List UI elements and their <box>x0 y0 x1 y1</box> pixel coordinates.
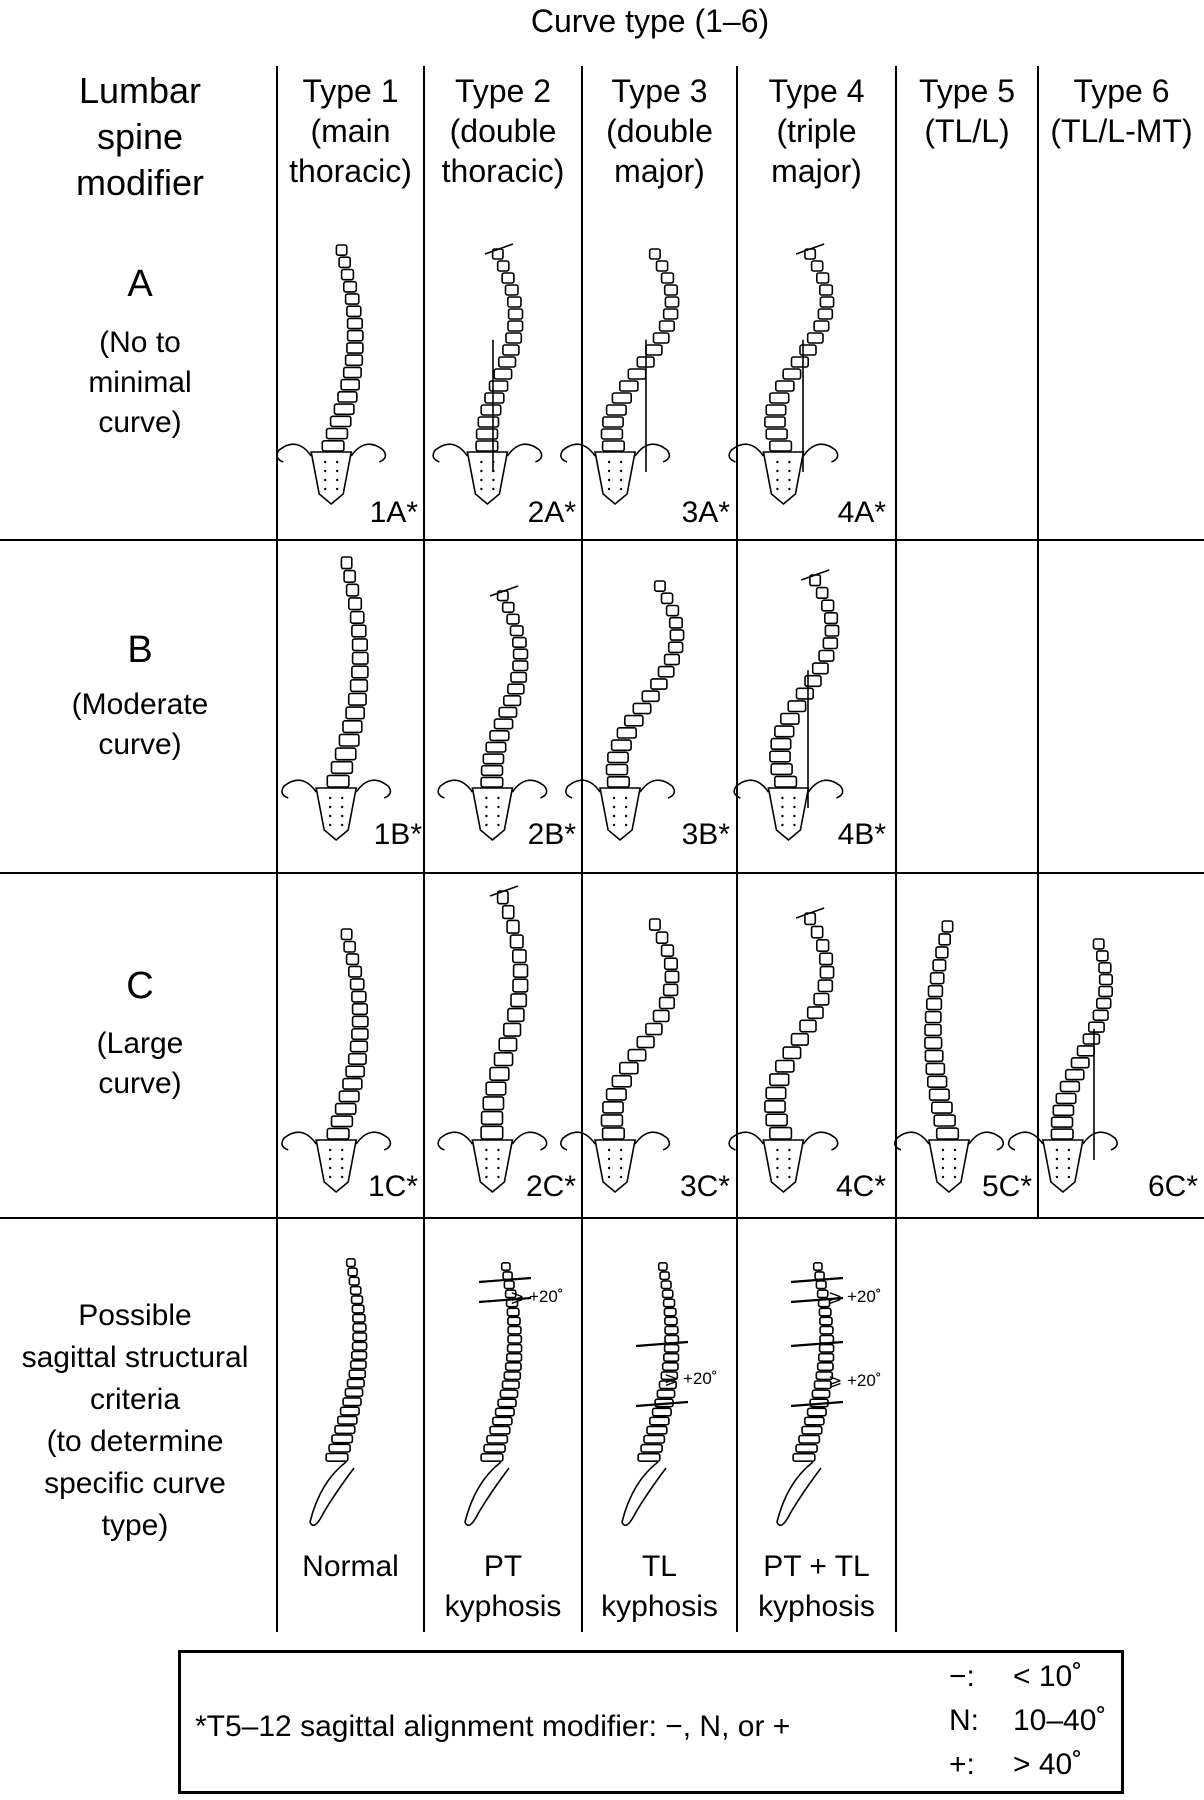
sagittal-label-pt: kyphosis <box>444 1590 562 1623</box>
row-header-line: spine <box>96 116 184 157</box>
row-letter-b: B <box>127 629 153 671</box>
cell-label: 4A* <box>837 496 886 529</box>
cell-label: 1B* <box>373 818 422 851</box>
spine-drawing <box>1007 938 1118 1194</box>
sagittal-spine-drawing <box>309 1258 368 1527</box>
row-header-line: Lumbar <box>78 70 202 111</box>
cell-label: 3C* <box>679 1170 730 1203</box>
col-header-type5: (TL/L) <box>924 113 1010 149</box>
legend-key-value: 10–40˚ <box>1013 1704 1107 1737</box>
spine-drawing <box>728 907 839 1194</box>
col-header-type2: (double <box>449 113 557 149</box>
sagittal-label-tl: TL <box>641 1550 677 1583</box>
sagittal-desc: Possible <box>78 1299 192 1332</box>
cell-label: 1C* <box>367 1170 418 1203</box>
legend-key: N: <box>949 1704 979 1737</box>
row-header-line: modifier <box>75 162 205 203</box>
spine-drawing <box>565 580 685 842</box>
col-header-type4: (triple <box>776 113 857 149</box>
angle-annotation: ⩾ +20˚ <box>510 1287 564 1306</box>
legend-main-text: *T5–12 sagittal alignment modifier: −, N… <box>195 1710 791 1743</box>
row-desc-b: (Moderate <box>71 688 209 721</box>
col-header-type6: (TL/L-MT) <box>1050 113 1193 149</box>
col-header-type6: Type 6 <box>1073 73 1170 109</box>
spine-drawing <box>437 885 548 1194</box>
diagram-title: Curve type (1–6) <box>530 3 770 39</box>
spine-drawing <box>560 248 680 506</box>
sagittal-label-normal: Normal <box>302 1550 399 1583</box>
grid-line <box>0 1217 1204 1219</box>
col-header-type5: Type 5 <box>918 73 1016 109</box>
grid-line <box>895 66 897 1632</box>
grid-line <box>0 872 1204 874</box>
sagittal-label-tl: kyphosis <box>601 1590 718 1623</box>
grid-line <box>581 66 583 1632</box>
grid-line <box>1037 66 1039 1218</box>
spine-drawing <box>281 556 392 842</box>
sagittal-spine-drawing <box>776 1262 844 1527</box>
col-header-type1: Type 1 <box>302 73 399 109</box>
sagittal-spine-drawing <box>464 1262 532 1527</box>
grid-line <box>423 66 425 1632</box>
cell-label: 2C* <box>525 1170 576 1203</box>
col-header-type3: major) <box>614 153 705 189</box>
grid-line <box>736 66 738 1632</box>
row-letter-a: A <box>127 263 153 305</box>
spine-drawing <box>281 928 392 1194</box>
legend-key: −: <box>949 1660 975 1693</box>
legend-key-value: < 10˚ <box>1013 1660 1083 1693</box>
col-header-type1: (main <box>310 113 391 149</box>
cell-label: 3A* <box>681 496 730 529</box>
col-header-type2: thoracic) <box>441 153 565 189</box>
row-letter-c: C <box>126 965 154 1007</box>
spine-drawing <box>893 920 1005 1194</box>
grid-line <box>0 539 1204 541</box>
sagittal-desc: type) <box>101 1509 169 1542</box>
legend-key: +: <box>949 1748 975 1781</box>
angle-annotation: ⩾ +20˚ <box>828 1287 882 1306</box>
legend-key-value: > 40˚ <box>1013 1748 1083 1781</box>
cell-label: 4B* <box>837 818 886 851</box>
sagittal-desc: (to determine <box>46 1425 224 1458</box>
cell-label: 4C* <box>835 1170 886 1203</box>
col-header-type1: thoracic) <box>289 153 412 189</box>
col-header-type4: major) <box>771 153 862 189</box>
row-desc-c: (Large <box>96 1027 184 1060</box>
row-desc-c: curve) <box>98 1067 182 1100</box>
spine-drawing <box>437 585 548 842</box>
legend-box: *T5–12 sagittal alignment modifier: −, N… <box>178 1650 1124 1794</box>
row-desc-b: curve) <box>98 728 182 761</box>
spine-drawing <box>276 244 387 506</box>
col-header-type4: Type 4 <box>768 73 865 109</box>
row-desc-a: curve) <box>98 406 182 439</box>
col-header-type2: Type 2 <box>454 73 552 109</box>
spine-drawing <box>560 918 680 1194</box>
sagittal-desc: sagittal structural <box>21 1341 249 1374</box>
grid-line <box>276 66 278 1632</box>
sagittal-label-pttl: kyphosis <box>758 1590 875 1623</box>
row-desc-a: minimal <box>88 366 192 399</box>
cell-label: 2A* <box>527 496 576 529</box>
sagittal-spine-drawing <box>621 1262 689 1527</box>
cell-label: 6C* <box>1147 1170 1198 1203</box>
cell-label: 3B* <box>681 818 730 851</box>
row-desc-a: (No to <box>99 326 181 359</box>
cell-label: 5C* <box>981 1170 1032 1203</box>
col-header-type3: Type 3 <box>611 73 708 109</box>
sagittal-label-pt: PT <box>483 1550 523 1583</box>
spine-drawing <box>432 243 543 506</box>
cell-label: 1A* <box>369 496 418 529</box>
sagittal-label-pttl: PT + TL <box>763 1550 870 1583</box>
col-header-type3: (double <box>606 113 713 149</box>
sagittal-desc: specific curve <box>44 1467 226 1500</box>
angle-annotation: ⩾ +20˚ <box>828 1371 882 1390</box>
spine-drawing <box>733 569 844 842</box>
cell-label: 2B* <box>527 818 576 851</box>
sagittal-desc: criteria <box>89 1383 180 1416</box>
spine-drawing <box>728 243 839 506</box>
